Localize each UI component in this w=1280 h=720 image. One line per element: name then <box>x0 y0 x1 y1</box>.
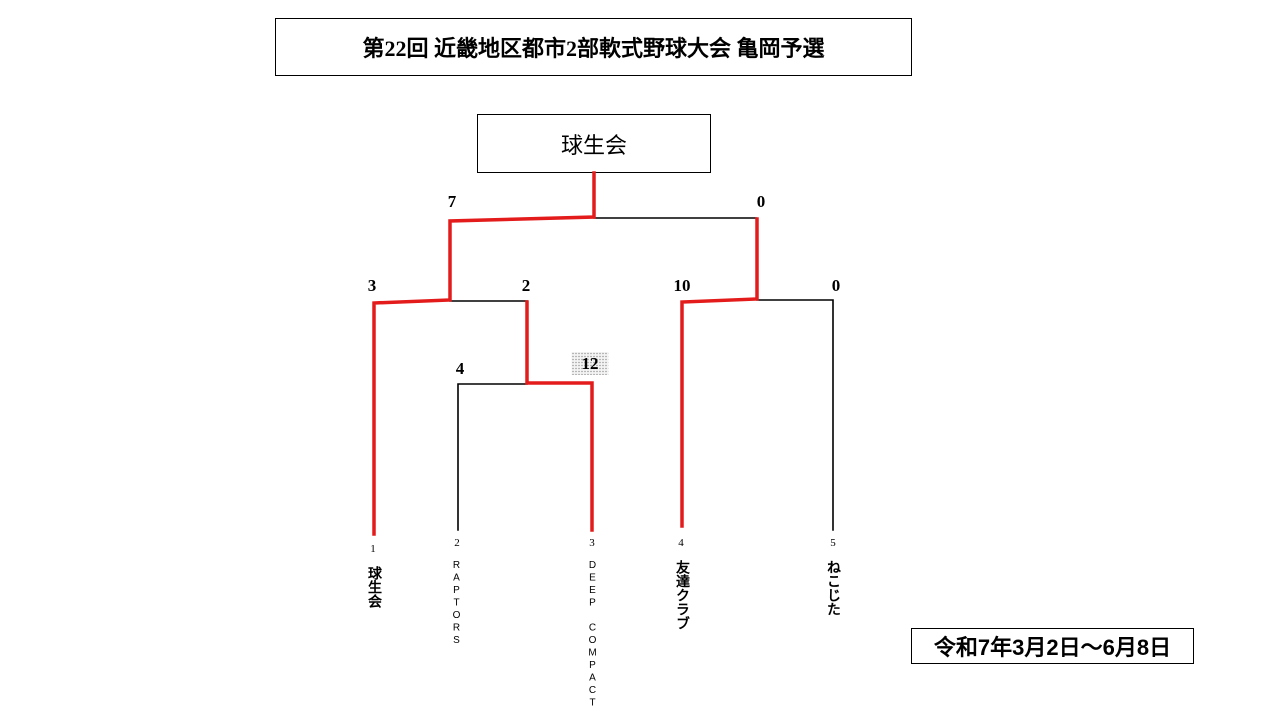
score-semi-right-right: 0 <box>831 276 841 295</box>
score-semi-left-right: 2 <box>521 276 531 295</box>
date-range: 令和7年3月2日～6月8日 <box>911 628 1194 664</box>
score-first-round-left: 4 <box>455 359 465 378</box>
seed-number: 1 <box>370 543 376 555</box>
team-name: DEEP COMPACT <box>587 560 598 710</box>
bracket-line-nekojita <box>756 299 834 531</box>
score-first-round-right: 12 <box>571 352 609 375</box>
team-name: 球生会 <box>366 566 382 608</box>
seed-number: 2 <box>454 537 460 549</box>
bracket-line-tomodachi-path <box>680 217 759 528</box>
seed-number: 3 <box>589 537 595 549</box>
team-name: ねこじた <box>825 560 841 616</box>
seed-number: 4 <box>678 537 684 549</box>
bracket-line-raptors <box>457 383 528 531</box>
score-final-right: 0 <box>756 192 766 211</box>
tournament-title: 第22回 近畿地区都市2部軟式野球大会 亀岡予選 <box>275 18 912 76</box>
seed-number: 5 <box>830 537 836 549</box>
bracket-line-deep-compact-path <box>525 300 594 532</box>
team-name: RAPTORS <box>451 560 462 648</box>
score-semi-right-left: 10 <box>673 276 691 295</box>
score-semi-left-left: 3 <box>367 276 377 295</box>
team-name: 友達クラブ <box>674 560 690 630</box>
score-final-left: 7 <box>447 192 457 211</box>
bracket-line-kyuseikai-path <box>372 171 596 536</box>
